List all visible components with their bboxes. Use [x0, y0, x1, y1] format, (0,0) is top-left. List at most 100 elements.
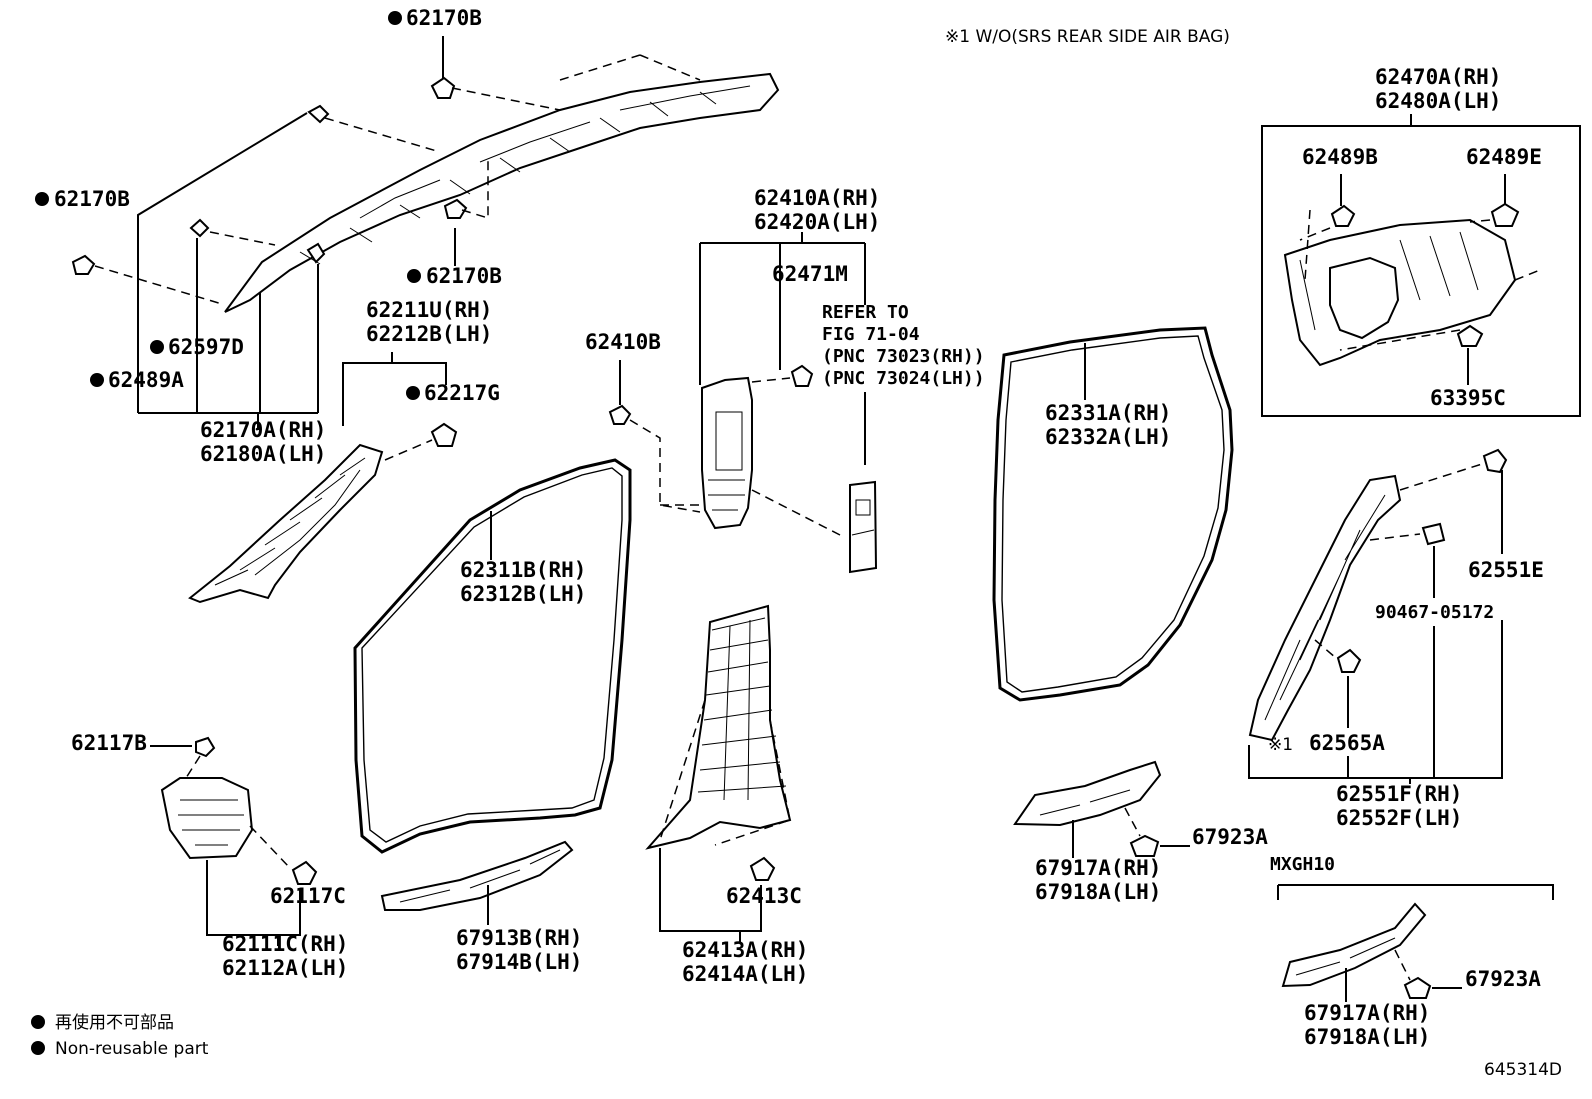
part-label-62413C[interactable]: 62413C: [726, 884, 802, 908]
front-pillar-garnish[interactable]: [188, 443, 384, 604]
part-label-67917A-rh-2[interactable]: 67917A(RH): [1304, 1001, 1430, 1025]
part-label-62217G[interactable]: 62217G: [424, 381, 500, 405]
clip-90467-05172[interactable]: [1421, 522, 1446, 546]
part-label-67917A-rh-1[interactable]: 67917A(RH): [1035, 856, 1161, 880]
front-door-weatherstrip[interactable]: [353, 458, 632, 854]
clip-62117C[interactable]: [291, 860, 318, 885]
part-label-62597D[interactable]: 62597D: [168, 335, 244, 359]
clip-small[interactable]: [306, 242, 326, 264]
part-label-62471M[interactable]: 62471M: [772, 262, 848, 286]
part-label-62551F-rh[interactable]: 62551F(RH): [1336, 782, 1462, 806]
part-label-62489B[interactable]: 62489B: [1302, 145, 1378, 169]
mxgh10-scuff-plate-group: [1277, 884, 1554, 1002]
cowl-side-trim[interactable]: [160, 777, 254, 860]
inset-box-62470A: [1261, 125, 1581, 417]
non-reusable-marker: [388, 11, 402, 25]
clip-62413C[interactable]: [749, 856, 776, 881]
bracket-62211U: [342, 362, 447, 426]
part-label-63395C[interactable]: 63395C: [1430, 386, 1506, 410]
clip-62117B[interactable]: [195, 736, 216, 758]
part-label-62117C[interactable]: 62117C: [270, 884, 346, 908]
diagram-code: 645314D: [1484, 1060, 1562, 1080]
part-label-62413A-rh[interactable]: 62413A(RH): [682, 938, 808, 962]
part-label-67918A-lh-1[interactable]: 67918A(LH): [1035, 880, 1161, 904]
non-reusable-marker: [90, 373, 104, 387]
clip-62471M[interactable]: [790, 364, 814, 387]
mxgh10-rear-scuff-plate[interactable]: [1281, 902, 1427, 988]
clip-62597D[interactable]: [189, 218, 210, 238]
clip-62489A[interactable]: [307, 104, 330, 124]
clip-62170B-mid[interactable]: [443, 198, 468, 219]
refer-text-line2: FIG 71-04: [822, 324, 920, 345]
clip-62565A[interactable]: [1336, 648, 1362, 673]
clip-63395C[interactable]: [1456, 324, 1484, 347]
part-label-62410B[interactable]: 62410B: [585, 330, 661, 354]
bracket-mxgh10: [1277, 884, 1554, 900]
roof-side-rail-garnish[interactable]: [224, 72, 780, 313]
legend-text-jp: 再使用不可部品: [55, 1012, 174, 1033]
seat-belt-anchor-cover[interactable]: [849, 480, 878, 574]
legend-bullet-en: [31, 1041, 45, 1055]
part-label-62170A-rh[interactable]: 62170A(RH): [200, 418, 326, 442]
front-door-scuff-plate[interactable]: [380, 840, 574, 911]
part-label-90467-05172[interactable]: 90467-05172: [1375, 602, 1494, 623]
refer-text-line3: (PNC 73023(RH)): [822, 346, 985, 367]
legend-text-en: Non-reusable part: [55, 1039, 209, 1059]
part-label-62331A-rh[interactable]: 62331A(RH): [1045, 401, 1171, 425]
part-label-62112A-lh[interactable]: 62112A(LH): [222, 956, 348, 980]
rear-scuff-plate-group: [1013, 760, 1190, 858]
part-label-62211U-rh[interactable]: 62211U(RH): [366, 298, 492, 322]
front-door-opening-trim-group: [353, 458, 632, 854]
center-pillar-lower-garnish[interactable]: [645, 604, 792, 850]
model-label-mxgh10: MXGH10: [1270, 854, 1335, 875]
part-label-62480A-lh[interactable]: 62480A(LH): [1375, 89, 1501, 113]
part-label-62420A-lh[interactable]: 62420A(LH): [754, 210, 880, 234]
roof-side-rail-garnish-group: [71, 36, 780, 430]
clip-62170B-top[interactable]: [430, 76, 456, 99]
part-label-62332A-lh[interactable]: 62332A(LH): [1045, 425, 1171, 449]
part-label-62414A-lh[interactable]: 62414A(LH): [682, 962, 808, 986]
part-label-62170B-left[interactable]: 62170B: [54, 187, 130, 211]
rear-quarter-lower-group: [1248, 448, 1508, 784]
part-label-67923A-1[interactable]: 67923A: [1192, 825, 1268, 849]
front-scuff-plate-group: [380, 840, 574, 925]
quarter-trim-panel[interactable]: [1283, 218, 1517, 367]
part-label-62565A[interactable]: 62565A: [1309, 731, 1385, 755]
clip-62551E[interactable]: [1482, 448, 1508, 474]
clip-62410B[interactable]: [608, 404, 632, 425]
part-label-62489E[interactable]: 62489E: [1466, 145, 1542, 169]
part-label-67914B-lh[interactable]: 67914B(LH): [456, 950, 582, 974]
clip-62217G[interactable]: [430, 422, 458, 447]
clip-62489B[interactable]: [1330, 204, 1356, 227]
part-label-62170B-top[interactable]: 62170B: [406, 6, 482, 30]
center-pillar-upper-garnish[interactable]: [701, 376, 753, 530]
clip-67923A-1[interactable]: [1129, 834, 1160, 857]
part-label-62212B-lh[interactable]: 62212B(LH): [366, 322, 492, 346]
part-label-62180A-lh[interactable]: 62180A(LH): [200, 442, 326, 466]
bracket-62413A: [659, 848, 762, 932]
part-label-62552F-lh[interactable]: 62552F(LH): [1336, 806, 1462, 830]
part-label-62170B-mid[interactable]: 62170B: [426, 264, 502, 288]
rear-side-airbag-note: ※1 W/O(SRS REAR SIDE AIR BAG): [945, 27, 1230, 47]
clip-62170B-left[interactable]: [71, 254, 96, 275]
part-label-62410A-rh[interactable]: 62410A(RH): [754, 186, 880, 210]
rear-door-weatherstrip[interactable]: [992, 326, 1234, 702]
legend-bullet-jp: [31, 1015, 45, 1029]
part-label-62312B-lh[interactable]: 62312B(LH): [460, 582, 586, 606]
non-reusable-marker: [406, 386, 420, 400]
part-label-62470A-rh[interactable]: 62470A(RH): [1375, 65, 1501, 89]
clip-62489E[interactable]: [1490, 202, 1520, 227]
part-label-67913B-rh[interactable]: 67913B(RH): [456, 926, 582, 950]
part-label-62489A[interactable]: 62489A: [108, 368, 184, 392]
part-label-67918A-lh-2[interactable]: 67918A(LH): [1304, 1025, 1430, 1049]
part-label-62311B-rh[interactable]: 62311B(RH): [460, 558, 586, 582]
rear-door-scuff-plate[interactable]: [1013, 760, 1162, 827]
clip-67923A-2[interactable]: [1403, 976, 1432, 999]
non-reusable-marker: [150, 340, 164, 354]
part-label-67923A-2[interactable]: 67923A: [1465, 967, 1541, 991]
bracket-62111C: [206, 860, 301, 936]
part-label-62117B[interactable]: 62117B: [71, 731, 147, 755]
part-label-62551E[interactable]: 62551E: [1468, 558, 1544, 582]
rear-door-opening-trim-group: [992, 326, 1234, 702]
